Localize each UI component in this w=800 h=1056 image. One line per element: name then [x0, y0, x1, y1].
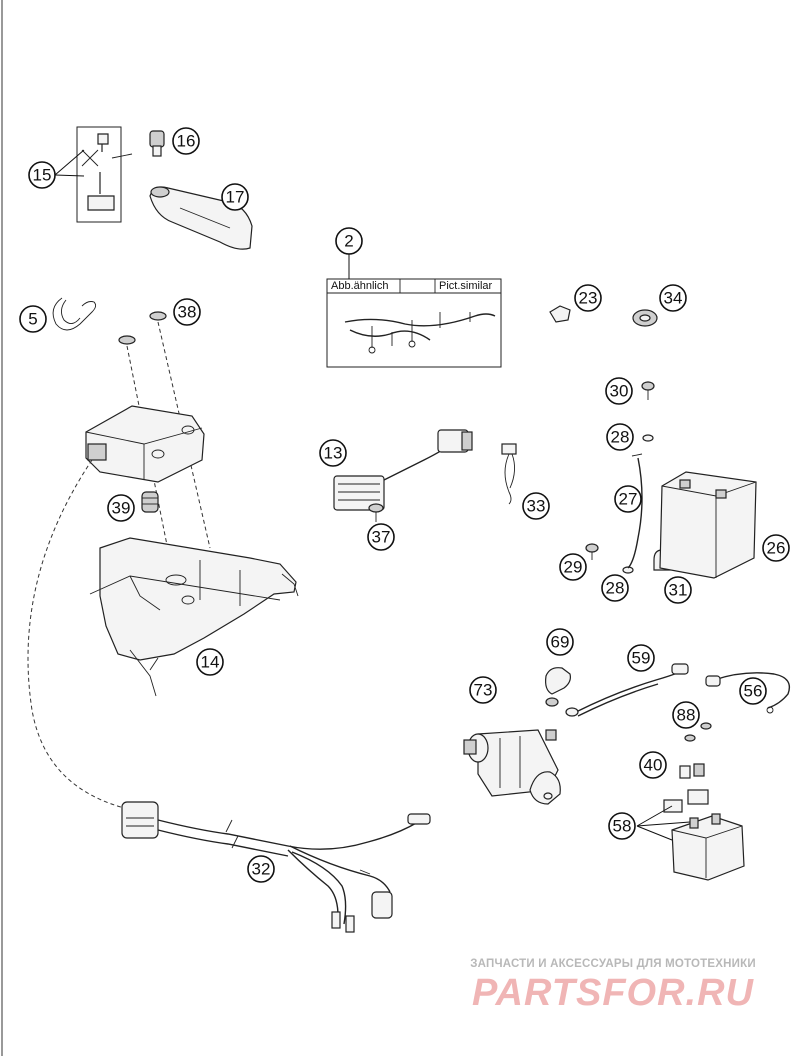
part-39-rubber-buffer — [141, 491, 159, 513]
watermark-tagline: ЗАПЧАСТИ И АКСЕССУАРЫ ДЛЯ МОТОТЕХНИКИ — [470, 958, 756, 970]
starter-motor — [463, 729, 561, 805]
callout-40: 40 — [639, 751, 667, 779]
part-40-fuses — [679, 763, 705, 779]
harness-label-en: Pict.similar — [439, 280, 493, 292]
callout-28-bottom: 28 — [601, 574, 629, 602]
watermark: ЗАПЧАСТИ И АКСЕССУАРЫ ДЛЯ МОТОТЕХНИКИ PA… — [448, 958, 778, 1015]
part-32-sub-harness — [121, 801, 431, 933]
part-69-rubber-boot — [545, 667, 571, 695]
svg-text:69: 69 — [551, 633, 570, 652]
svg-text:26: 26 — [767, 539, 786, 558]
svg-text:15: 15 — [33, 166, 52, 185]
callout-73: 73 — [469, 676, 497, 704]
part-27-battery-cable — [627, 453, 643, 569]
part-58-starter-relay — [663, 789, 745, 881]
callout-34: 34 — [659, 284, 687, 312]
part-29-screw — [585, 543, 599, 560]
callout-56: 56 — [739, 677, 767, 705]
svg-text:23: 23 — [579, 289, 598, 308]
part-13-voltage-regulator — [333, 429, 473, 511]
svg-text:28: 28 — [611, 428, 630, 447]
svg-text:17: 17 — [226, 188, 245, 207]
part-26-battery — [659, 471, 757, 579]
callout-37: 37 — [367, 523, 395, 551]
svg-text:16: 16 — [177, 132, 196, 151]
cdi-ecu-unit — [85, 405, 205, 483]
part-56-ground-cable — [705, 672, 791, 714]
callout-23: 23 — [574, 284, 602, 312]
part-59-starter-cable — [565, 663, 689, 717]
part-23-clip — [549, 305, 571, 323]
part-37-screw — [368, 503, 384, 522]
svg-text:13: 13 — [324, 444, 343, 463]
callout-14: 14 — [196, 648, 224, 676]
callout-17: 17 — [221, 183, 249, 211]
part-14-electronics-holder — [89, 537, 299, 697]
svg-text:30: 30 — [610, 382, 629, 401]
svg-text:40: 40 — [644, 756, 663, 775]
callout-30: 30 — [605, 377, 633, 405]
part-2-main-wiring-harness: Abb.ähnlich Pict.similar — [326, 278, 502, 368]
callout-28-top: 28 — [606, 423, 634, 451]
callout-58: 58 — [608, 812, 636, 840]
svg-text:56: 56 — [744, 682, 763, 701]
svg-text:88: 88 — [677, 706, 696, 725]
callout-16: 16 — [172, 127, 200, 155]
svg-text:2: 2 — [344, 232, 353, 251]
svg-text:33: 33 — [527, 497, 546, 516]
svg-text:37: 37 — [372, 528, 391, 547]
svg-text:39: 39 — [112, 499, 131, 518]
svg-text:28: 28 — [606, 579, 625, 598]
svg-text:59: 59 — [632, 649, 651, 668]
part-73-nut — [545, 697, 559, 707]
watermark-brand: PARTSFOR.RU — [472, 972, 754, 1014]
callout-38: 38 — [173, 298, 201, 326]
part-5-cable-tie — [52, 297, 97, 331]
callout-13: 13 — [319, 439, 347, 467]
callout-5: 5 — [19, 305, 47, 333]
svg-text:14: 14 — [201, 653, 220, 672]
callout-59: 59 — [627, 644, 655, 672]
callout-31: 31 — [664, 576, 692, 604]
part-16-grommet — [149, 130, 165, 157]
part-33-fuse-holder — [501, 443, 517, 505]
part-28-washer-top — [642, 434, 654, 442]
callout-32: 32 — [247, 855, 275, 883]
callout-69: 69 — [546, 628, 574, 656]
callout-26: 26 — [762, 534, 790, 562]
callout-33: 33 — [522, 492, 550, 520]
svg-text:5: 5 — [28, 310, 37, 329]
callout-27: 27 — [614, 485, 642, 513]
svg-text:32: 32 — [252, 860, 271, 879]
part-30-screw — [641, 381, 655, 400]
svg-text:29: 29 — [564, 558, 583, 577]
svg-text:31: 31 — [669, 581, 688, 600]
part-34-rubber-clamp — [632, 309, 658, 327]
svg-text:38: 38 — [178, 303, 197, 322]
harness-label-de: Abb.ähnlich — [331, 280, 389, 292]
part-15-switch-kit — [76, 126, 133, 223]
callout-88: 88 — [672, 701, 700, 729]
svg-text:27: 27 — [619, 490, 638, 509]
svg-text:58: 58 — [613, 817, 632, 836]
part-88-screws — [684, 722, 712, 742]
callout-2: 2 — [335, 227, 363, 255]
callout-15: 15 — [28, 161, 56, 189]
svg-text:73: 73 — [474, 681, 493, 700]
callout-29: 29 — [559, 553, 587, 581]
callout-39: 39 — [107, 494, 135, 522]
svg-text:34: 34 — [664, 289, 683, 308]
